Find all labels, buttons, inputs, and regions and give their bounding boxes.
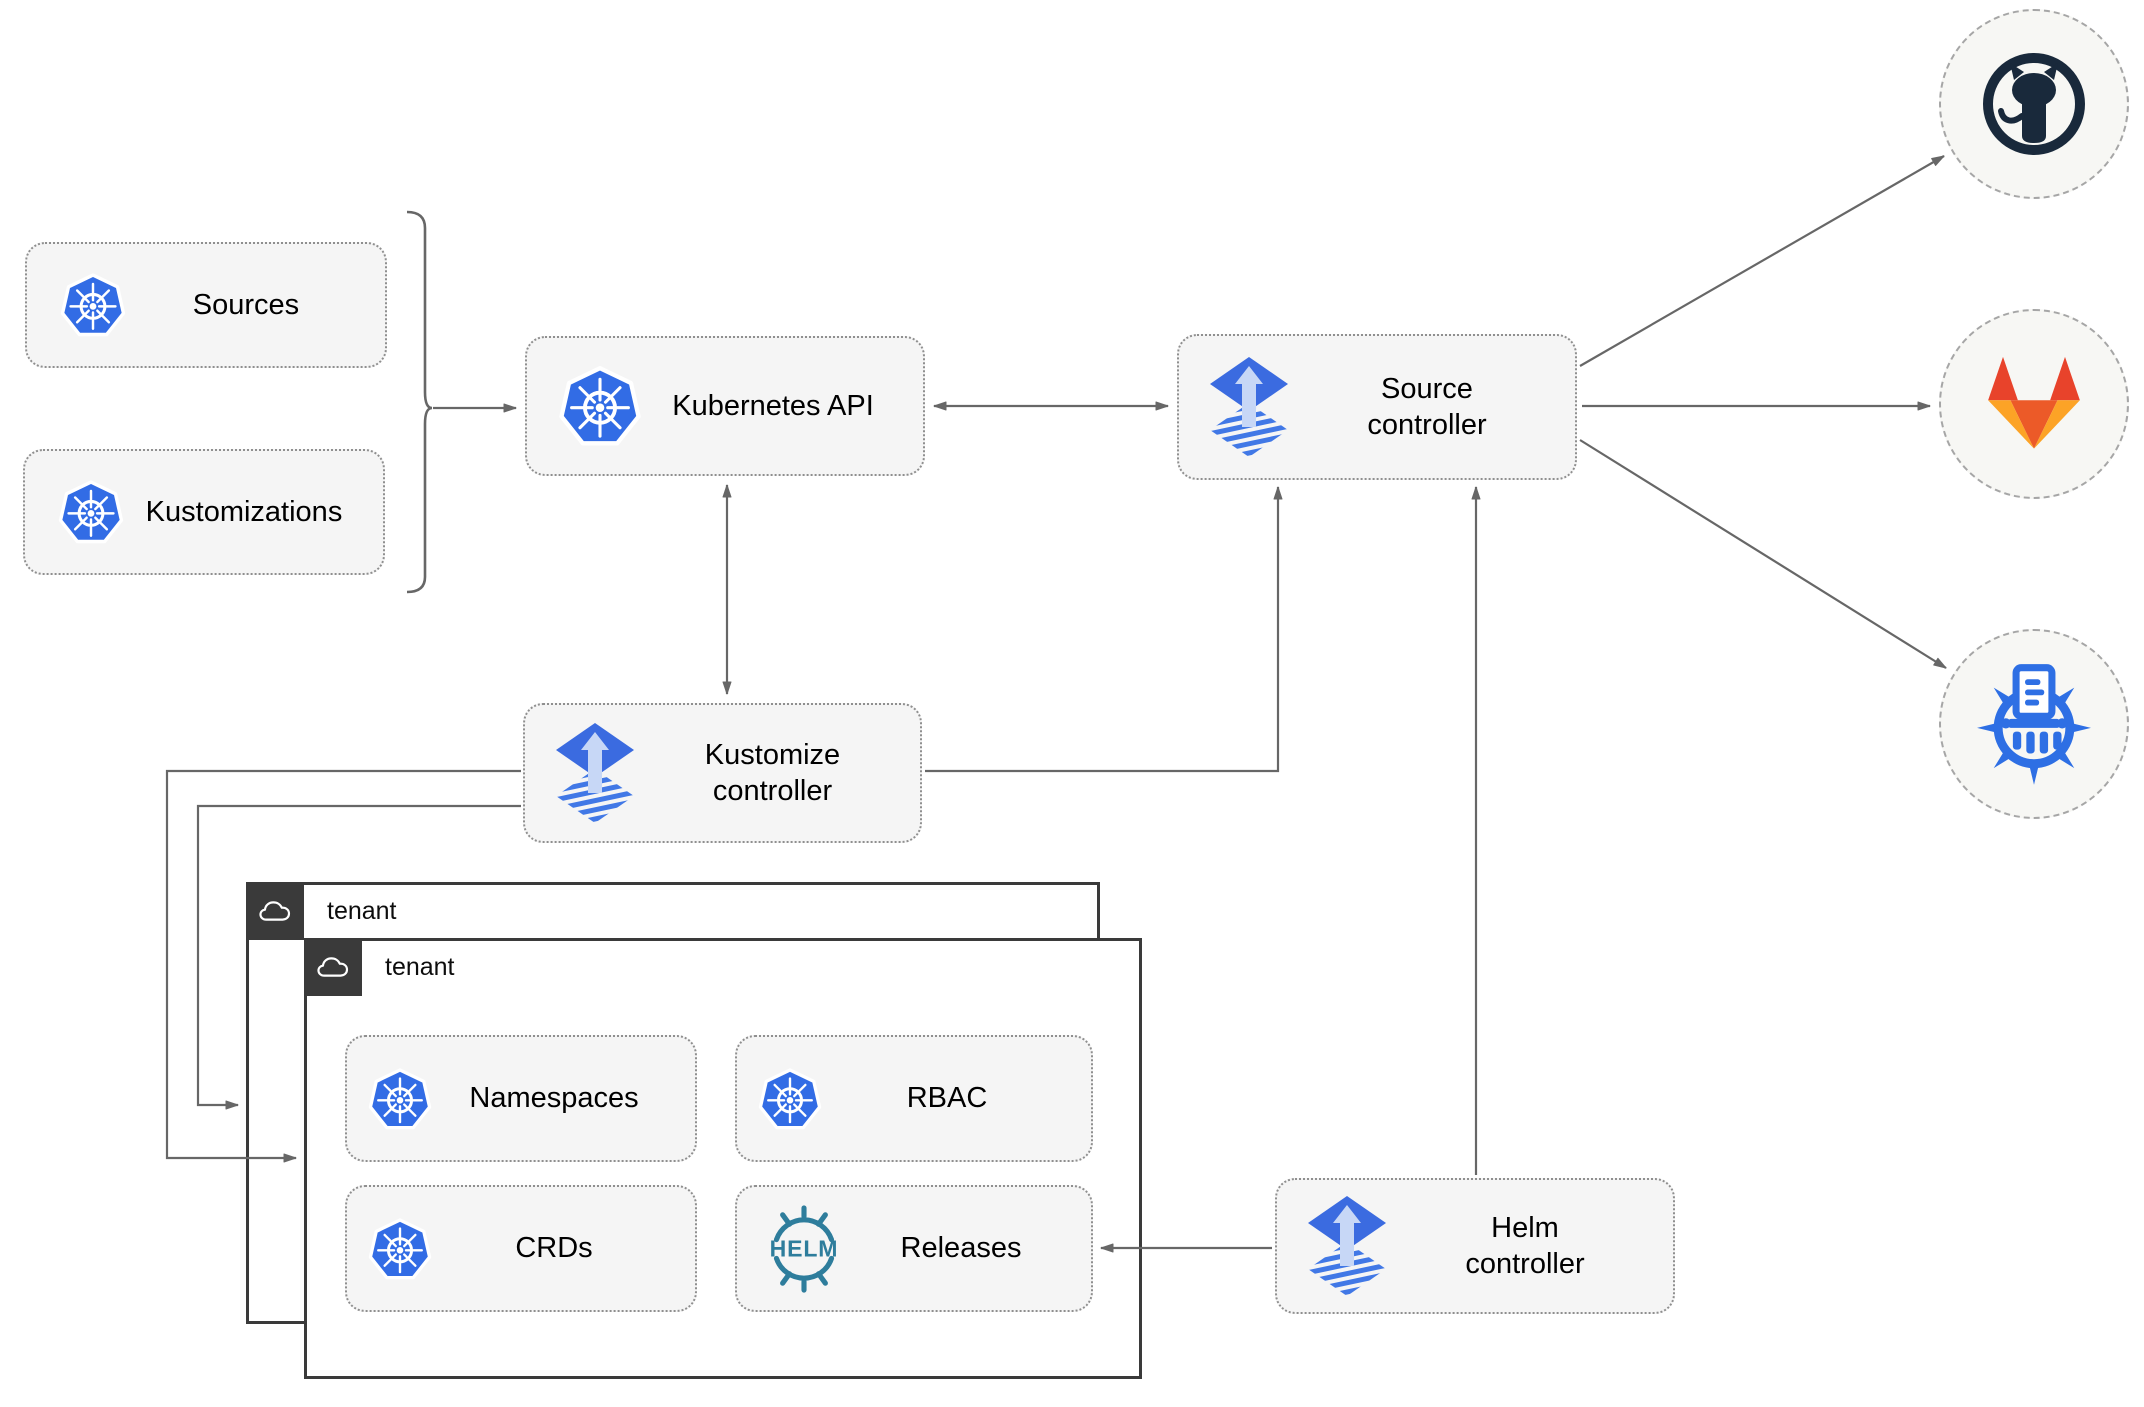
rbac-label: RBAC <box>906 1082 988 1115</box>
namespaces-label: Namespaces <box>469 1082 639 1115</box>
kubernetes-icon <box>59 271 127 339</box>
kubernetes-api-node: Kubernetes API <box>525 336 925 476</box>
helm-logo-text: HELM <box>770 1235 839 1261</box>
crds-node: CRDs <box>345 1185 697 1312</box>
gitlab-icon <box>1972 348 2096 460</box>
sources-node: Sources <box>25 242 387 368</box>
kubernetes-icon <box>57 478 125 546</box>
flux-icon <box>1297 1194 1397 1298</box>
gitlab-endpoint <box>1939 309 2129 499</box>
edge-source-controller-to-helm-repository <box>1579 439 1947 669</box>
chartmuseum-icon <box>1970 660 2098 788</box>
helm-controller-label: Helm controller <box>1465 1211 1585 1280</box>
edge-sources-group-brace <box>406 210 433 594</box>
kustomize-controller-label: Kustomize controller <box>704 738 841 807</box>
tenant-back-label: tenant <box>327 896 397 925</box>
cloud-icon <box>315 953 351 981</box>
kustomizations-label: Kustomizations <box>145 495 343 528</box>
kubernetes-icon <box>757 1066 823 1132</box>
source-controller-label: Source controller <box>1367 372 1487 441</box>
helm-repository-endpoint <box>1939 629 2129 819</box>
releases-label: Releases <box>900 1232 1022 1265</box>
rbac-node: RBAC <box>735 1035 1093 1162</box>
flux-icon <box>545 720 645 826</box>
edge-kustomize-controller-to-source-controller <box>925 486 1283 773</box>
flux-icon <box>1199 354 1299 460</box>
kubernetes-icon <box>557 363 643 449</box>
helm-icon: HELM <box>770 1204 839 1293</box>
helm-controller-node: Helm controller <box>1275 1178 1675 1314</box>
github-endpoint <box>1939 9 2129 199</box>
sources-label: Sources <box>192 288 300 321</box>
tenant-back-tab <box>246 882 304 940</box>
source-controller-node: Source controller <box>1177 334 1577 480</box>
kustomize-controller-node: Kustomize controller <box>523 703 922 843</box>
kubernetes-icon <box>367 1216 433 1282</box>
tenant-front-label: tenant <box>385 952 455 981</box>
kubernetes-icon <box>367 1066 433 1132</box>
tenant-front-tab <box>304 938 362 996</box>
kustomizations-node: Kustomizations <box>23 449 385 575</box>
kubernetes-api-label: Kubernetes API <box>672 389 874 422</box>
releases-node: HELM Releases <box>735 1185 1093 1312</box>
edge-source-controller-to-github <box>1579 155 1945 367</box>
namespaces-node: Namespaces <box>345 1035 697 1162</box>
cloud-icon <box>257 897 293 925</box>
crds-label: CRDs <box>515 1232 593 1265</box>
github-icon <box>1974 44 2094 164</box>
